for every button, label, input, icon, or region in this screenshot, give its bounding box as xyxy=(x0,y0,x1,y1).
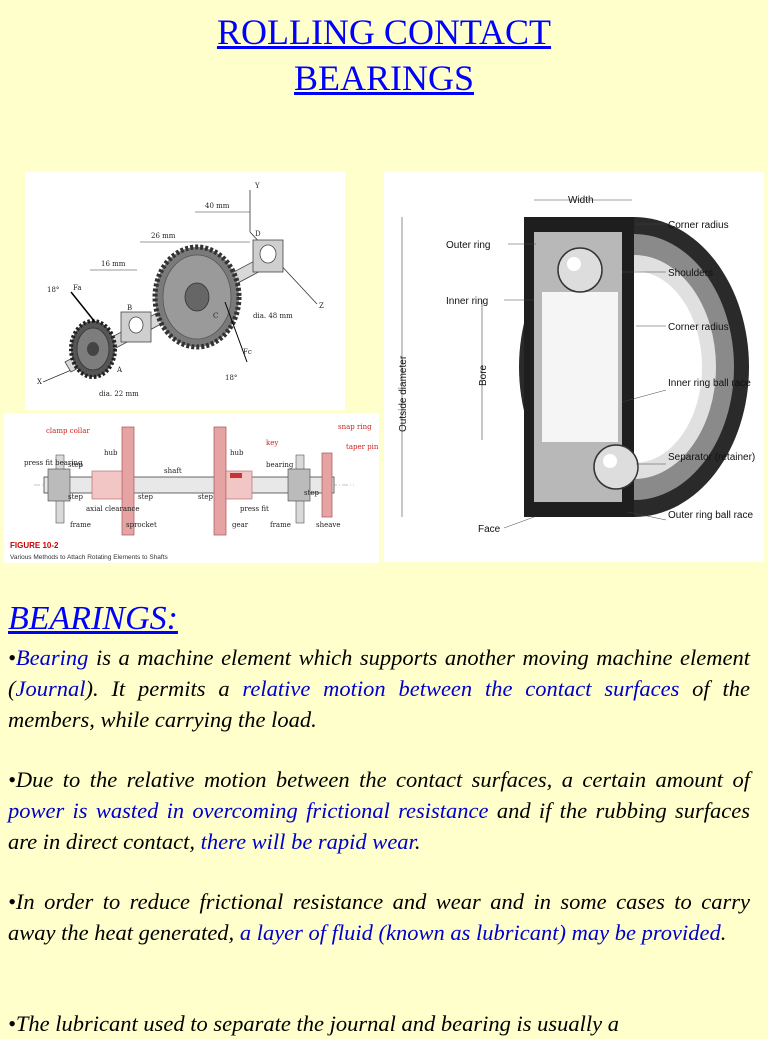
p2-text-a: •Due to the relative motion between the … xyxy=(8,767,750,792)
p2-term-rapid-wear: there will be rapid wear xyxy=(200,829,415,854)
callout-shoulders: Shoulders xyxy=(668,268,713,279)
force-fa-label: Fa xyxy=(73,284,82,292)
label-key: key xyxy=(266,439,278,447)
hub-left xyxy=(91,470,123,500)
callout-separator: Separator (retainer) xyxy=(668,452,755,463)
label-axial-clearance: axial clearance xyxy=(86,505,140,513)
small-gear xyxy=(69,319,117,379)
label-shaft: shaft xyxy=(164,467,182,475)
label-hub-left: hub xyxy=(104,449,118,457)
p1-text-c: is a machine element which supports anot… xyxy=(8,645,750,701)
dim-dia-22: dia. 22 mm xyxy=(99,390,139,398)
shaft-gear-figure: 40 mm 26 mm 16 mm dia. 48 mm dia. 22 mm … xyxy=(25,172,345,410)
label-gear: gear xyxy=(232,521,249,529)
figure-caption-title: FIGURE 10-2 xyxy=(10,541,59,550)
p1-term-relative-motion: relative motion between the contact surf… xyxy=(242,676,680,701)
label-step-1: step xyxy=(68,461,84,469)
point-b: B xyxy=(127,304,132,312)
key xyxy=(230,473,242,478)
sheave xyxy=(321,452,333,518)
p1-text-a: • xyxy=(8,645,16,670)
ball-bottom xyxy=(593,444,639,490)
p3-text-a: •In order to reduce frictional resistanc… xyxy=(8,889,750,945)
label-taper-pin: taper pin xyxy=(346,443,379,451)
label-snap-ring: snap ring xyxy=(338,423,372,431)
ball-bearing-figure: Width Corner radius Outer ring Shoulders… xyxy=(384,172,764,562)
callout-outside-diameter: Outside diameter xyxy=(398,355,409,432)
p2-text-e: . xyxy=(414,829,421,854)
shaft-assembly-drawing: clamp collar hub key snap ring taper pin… xyxy=(10,423,379,561)
shaft-gear-drawing: 40 mm 26 mm 16 mm dia. 48 mm dia. 22 mm … xyxy=(37,182,324,398)
dim-16: 16 mm xyxy=(101,260,126,268)
callout-width: Width xyxy=(568,195,594,206)
left-bearing xyxy=(47,468,71,502)
callout-corner-radius-top: Corner radius xyxy=(668,220,729,231)
right-bearing xyxy=(287,468,311,502)
figure-caption-text: Various Methods to Attach Rotating Eleme… xyxy=(10,554,169,561)
label-frame-right: frame xyxy=(270,521,291,529)
p1-term-journal: Journal xyxy=(15,676,86,701)
sprocket xyxy=(121,426,135,536)
label-sheave: sheave xyxy=(316,521,341,529)
paragraph-2: •Due to the relative motion between the … xyxy=(8,764,750,857)
p3-text-c: . xyxy=(720,920,727,945)
axis-z-label: Z xyxy=(319,302,324,310)
p1-text-g: of the members, while carrying the load. xyxy=(8,676,750,732)
p2-text-c: and if the rubbing surfaces are in direc… xyxy=(8,798,750,854)
p2-term-power-wasted: power is wasted in overcoming frictional… xyxy=(8,798,489,823)
paragraph-1: •Bearing is a machine element which supp… xyxy=(8,642,750,735)
dim-26: 26 mm xyxy=(151,232,176,240)
label-step-2: step xyxy=(138,493,154,501)
label-press-fit: press fit xyxy=(240,505,269,513)
dim-40: 40 mm xyxy=(205,202,230,210)
p1-term-bearing: Bearing xyxy=(15,645,89,670)
bearing-body xyxy=(519,217,749,517)
callout-bore: Bore xyxy=(478,364,489,386)
label-frame-left: frame xyxy=(70,521,91,529)
p3-term-lubricant: a layer of fluid (known as lubricant) ma… xyxy=(239,920,721,945)
point-c: C xyxy=(213,312,218,320)
label-clamp-collar: clamp collar xyxy=(46,427,90,435)
callout-corner-radius-bottom: Corner radius xyxy=(668,322,729,333)
label-step-3: step xyxy=(198,493,214,501)
callout-inner-ring-ball-race: Inner ring ball race xyxy=(668,378,751,389)
force-fc-arrow xyxy=(224,301,248,363)
label-press-fit-bearing: press fit bearing xyxy=(24,459,83,467)
callout-outer-ring-ball-race: Outer ring ball race xyxy=(668,510,753,521)
force-fc-label: Fc xyxy=(243,348,252,356)
force-fa-arrow xyxy=(70,291,96,323)
label-step-4: step xyxy=(304,489,320,497)
point-d: D xyxy=(255,230,261,238)
label-bearing: bearing xyxy=(266,461,294,469)
label-sprocket: sprocket xyxy=(126,521,157,529)
ball-top xyxy=(557,247,603,293)
paragraph-3: •In order to reduce frictional resistanc… xyxy=(8,886,750,948)
callout-face: Face xyxy=(478,524,501,535)
large-gear xyxy=(152,244,242,350)
p1-text-e: ). It permits a xyxy=(85,676,243,701)
angle-fa: 18° xyxy=(47,286,59,294)
gear xyxy=(213,426,227,536)
page-title-line-1: ROLLING CONTACT xyxy=(216,12,552,52)
ball-bearing-drawing: Width Corner radius Outer ring Shoulders… xyxy=(398,195,755,535)
axis-x-label: X xyxy=(37,378,42,386)
label-step-5: step xyxy=(68,493,84,501)
axis-y-label: Y xyxy=(254,182,260,190)
callout-outer-ring: Outer ring xyxy=(446,240,490,251)
page-title-line-2: BEARINGS xyxy=(293,58,475,98)
point-a: A xyxy=(116,366,123,374)
label-hub-right: hub xyxy=(230,449,244,457)
section-heading: BEARINGS: xyxy=(8,600,178,637)
callout-inner-ring: Inner ring xyxy=(446,296,488,307)
shaft-assembly-figure: clamp collar hub key snap ring taper pin… xyxy=(4,413,379,563)
dim-dia-48: dia. 48 mm xyxy=(253,312,293,320)
angle-fc: 18° xyxy=(225,374,237,382)
